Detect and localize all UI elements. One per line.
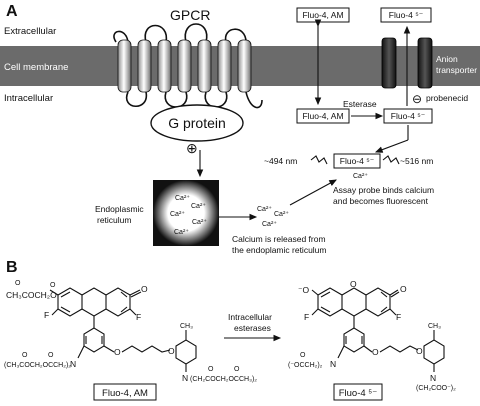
probenecid-minus-icon: ⊖ [412, 92, 422, 106]
chem-left-n1: N [70, 359, 76, 369]
chem-right-carboxy-right: (CH₂COO⁻)₂ [416, 385, 456, 392]
fluo4-am-label: Fluo-4, AM [102, 388, 148, 399]
fluo-ion-intracellular-box [383, 108, 433, 124]
fluo-am-extracellular-box [296, 7, 350, 23]
fluo4-anion-label-box [333, 383, 383, 401]
er-ion: Ca²⁺ [175, 195, 190, 202]
chem-right-o-mark: O [300, 352, 306, 359]
chem-left-o-mark: O [50, 282, 56, 289]
chem-right-ch3: CH₃ [428, 323, 441, 330]
release-caption-line1: Calcium is released from [232, 234, 326, 244]
er-sphere [153, 180, 219, 246]
chem-left-o-mark: O [234, 366, 240, 373]
chem-left-o-mark: O [48, 352, 54, 359]
fluo4-am-structure [49, 287, 197, 372]
fluo-bound-box [333, 153, 381, 169]
chem-right-linker: O [372, 347, 379, 357]
chem-left-o-top: O [15, 280, 21, 287]
anion-transporter-right [417, 37, 433, 89]
chem-left-linker: O [114, 347, 121, 357]
released-ion: Ca²⁺ [274, 211, 289, 218]
chem-left-ester-br: (CH₂COCH₂OCCH₃)₂ [190, 376, 257, 383]
fluo-am-intracellular-label: Fluo-4, AM [302, 111, 343, 121]
chem-right-f1: F [304, 312, 309, 322]
reaction-label-line2: esterases [234, 323, 271, 333]
chem-right-keto: O [400, 284, 407, 294]
probenecid-label: probenecid [426, 93, 468, 103]
reaction-label-line1: Intracellular [228, 312, 272, 322]
chem-left-ester-bl: (CH₃COCH₂OCCH₂)₂ [4, 362, 71, 369]
chem-left-o-mark: O [22, 352, 28, 359]
binding-caption-line2: and becomes fluorescent [333, 196, 429, 206]
chem-left-o-mark: O [208, 366, 214, 373]
activation-plus-icon: ⊕ [186, 140, 198, 156]
bound-calcium-ion: Ca²⁺ [353, 173, 368, 180]
excitation-squiggle [310, 155, 328, 165]
panel-label-a: A [6, 3, 18, 20]
chem-right-carboxy-left: (⁻OCCH₂)₂ [288, 362, 323, 369]
panel-label-b: B [6, 259, 18, 276]
intracellular-label: Intracellular [4, 93, 53, 104]
chem-left-linker2: O [168, 346, 175, 356]
fluo-am-intracellular-box [296, 108, 350, 124]
chem-left-keto: O [141, 284, 148, 294]
gpcr-label: GPCR [170, 7, 210, 23]
released-ion: Ca²⁺ [262, 221, 277, 228]
chem-right-ring-o: O [350, 279, 357, 289]
gpcr-helices [117, 39, 252, 93]
esterase-label: Esterase [343, 99, 377, 109]
fluo-am-extracellular-label: Fluo-4, AM [302, 10, 343, 20]
fluo-bound-label: Fluo-4 ⁵⁻ [340, 156, 375, 166]
chem-right-f2: F [396, 312, 401, 322]
excitation-label: ~494 nm [264, 156, 297, 166]
anion-transporter-left [381, 37, 397, 89]
er-label-line1: Endoplasmic [95, 204, 144, 214]
er-ion: Ca²⁺ [170, 211, 185, 218]
fluo-ion-extracellular-label: Fluo-4 ⁵⁻ [389, 10, 424, 20]
emission-label: ~516 nm [400, 156, 433, 166]
anion-transporter-label-line2: transporter [436, 65, 477, 75]
anion-transporter-label-line1: Anion [436, 54, 458, 64]
chem-right-o-minus: ⁻O [298, 285, 309, 295]
er-label-line2: reticulum [97, 215, 131, 225]
er-ion: Ca²⁺ [191, 203, 206, 210]
cell-membrane-label: Cell membrane [4, 62, 68, 73]
chem-left-n2: N [182, 373, 188, 383]
chem-left-f1: F [44, 310, 49, 320]
release-caption-line2: the endoplamic reticulum [232, 245, 327, 255]
fluo-ion-extracellular-box [380, 7, 432, 23]
fluo-ion-intracellular-label: Fluo-4 ⁵⁻ [391, 111, 426, 121]
released-ion: Ca²⁺ [257, 206, 272, 213]
chem-left-ch3: CH₃ [180, 323, 193, 330]
to-binding-arrow [374, 139, 409, 153]
er-ion: Ca²⁺ [174, 229, 189, 236]
chem-right-linker2: O [416, 346, 423, 356]
fluo4-anion-label: Fluo-4 ⁵⁻ [339, 388, 378, 399]
chem-right-n1: N [330, 359, 336, 369]
extracellular-label: Extracellular [4, 26, 56, 37]
chem-left-f2: F [136, 312, 141, 322]
emission-squiggle [382, 155, 400, 165]
g-protein-label: G protein [168, 115, 226, 131]
chem-right-n2: N [430, 373, 436, 383]
chem-left-ester-top: CH₃COCH₂O [6, 290, 57, 300]
calcium-to-probe-arrow [289, 179, 337, 206]
fluo4-am-label-box [93, 383, 157, 401]
binding-caption-line1: Assay probe binds calcium [333, 185, 434, 195]
fluo4-anion-structure [311, 287, 445, 372]
er-ion: Ca²⁺ [192, 219, 207, 226]
g-protein-ellipse [150, 104, 244, 142]
